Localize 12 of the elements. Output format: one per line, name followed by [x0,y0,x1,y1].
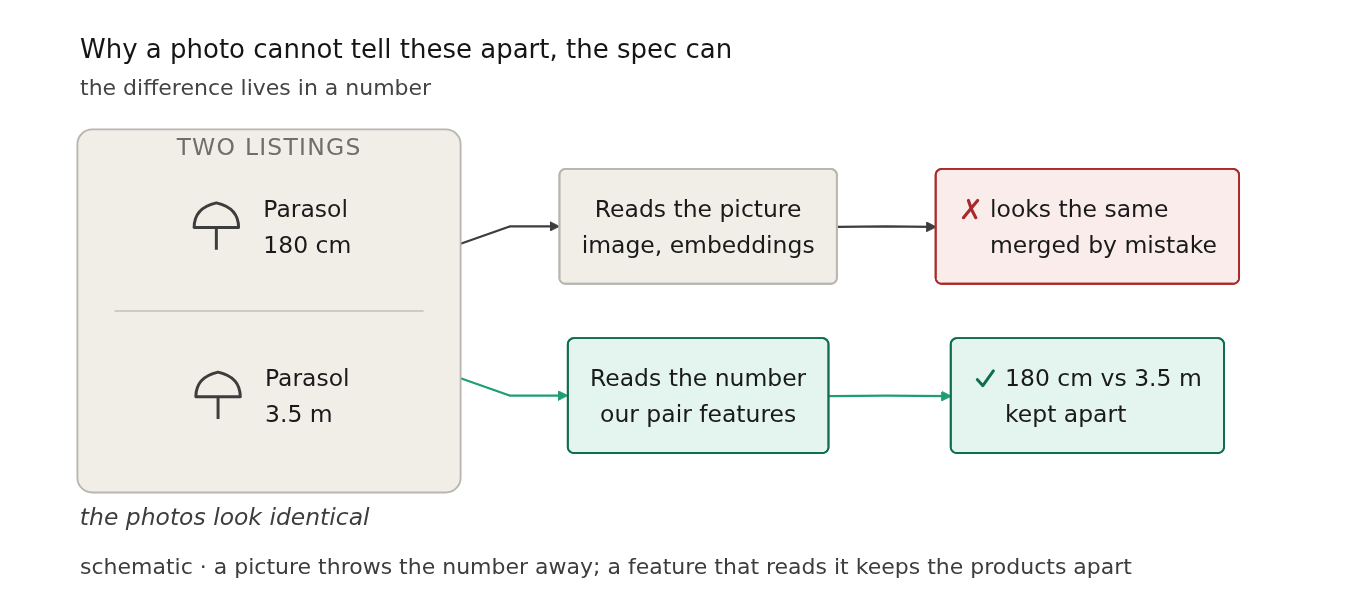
listing-text: Parasol 3.5 m [194,364,350,427]
result-box: 180 cm vs 3.5 m kept apart [949,337,1225,454]
panel-heading: TWO LISTINGS [176,133,362,161]
diagram-title: Why a photo cannot tell these apart, the spec can [80,34,733,64]
listing-text: Parasol 180 cm [192,194,352,258]
panel-caption: the photos look identical [79,502,370,531]
subtitle: the difference lives in a number [80,74,432,102]
arrow [460,220,560,245]
caption-text: schematic · a picture throws the number away; a feature that reads it keeps the products apart [80,554,1132,579]
process-box: Reads the picture image, embeddings [558,168,838,285]
result-box: looks the same merged by mistake [934,168,1240,285]
process-box: Reads the number our pair features [566,337,830,454]
